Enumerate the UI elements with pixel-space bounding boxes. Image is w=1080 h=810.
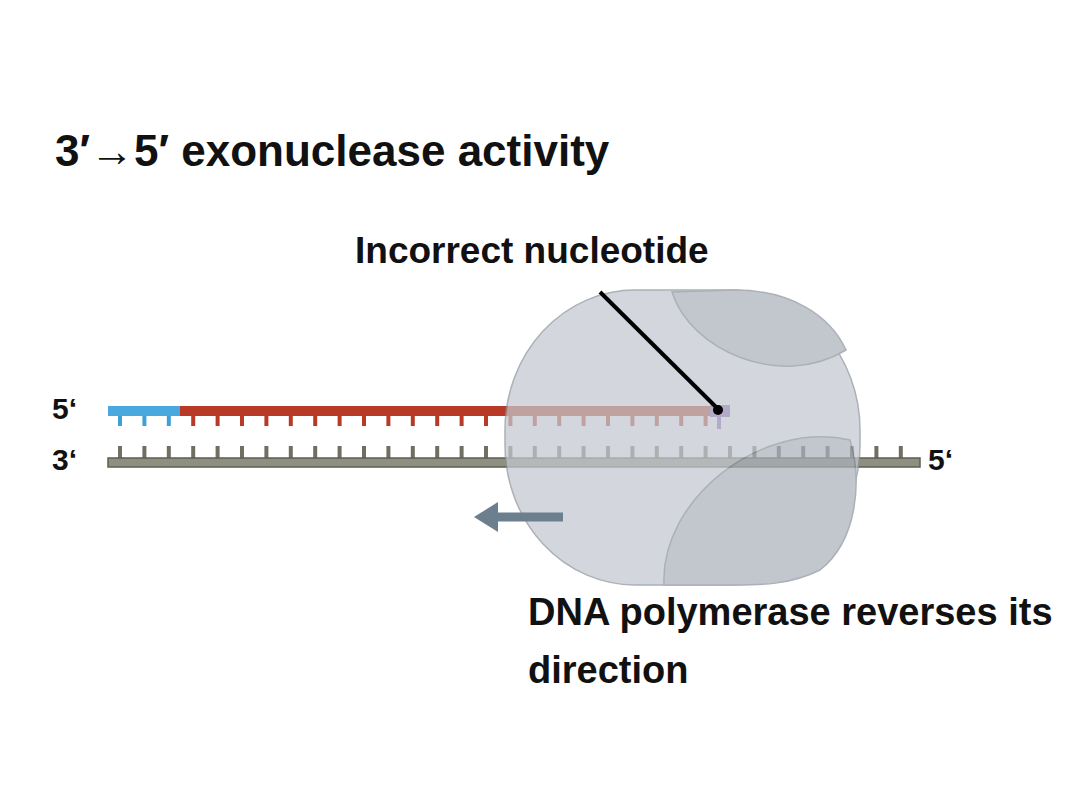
direction-arrow xyxy=(492,513,563,522)
callout-label: Incorrect nucleotide xyxy=(355,230,709,273)
title: 3′→5′ exonuclease activity xyxy=(55,126,609,176)
primer-strand xyxy=(108,406,182,416)
strand-end-label: 3‘ xyxy=(52,443,77,478)
dna-polymerase xyxy=(505,290,860,585)
strand-end-label: 5‘ xyxy=(928,443,953,478)
strand-end-label: 5‘ xyxy=(52,392,77,427)
polymerase-body xyxy=(505,290,860,585)
leader-line xyxy=(600,292,716,407)
leader-dot xyxy=(713,405,723,415)
polymerase-lobe xyxy=(664,437,856,585)
arrowhead xyxy=(474,502,498,532)
caption-label: DNA polymerase reverses its direction xyxy=(528,584,1053,700)
polymerase-lobe xyxy=(672,290,846,366)
